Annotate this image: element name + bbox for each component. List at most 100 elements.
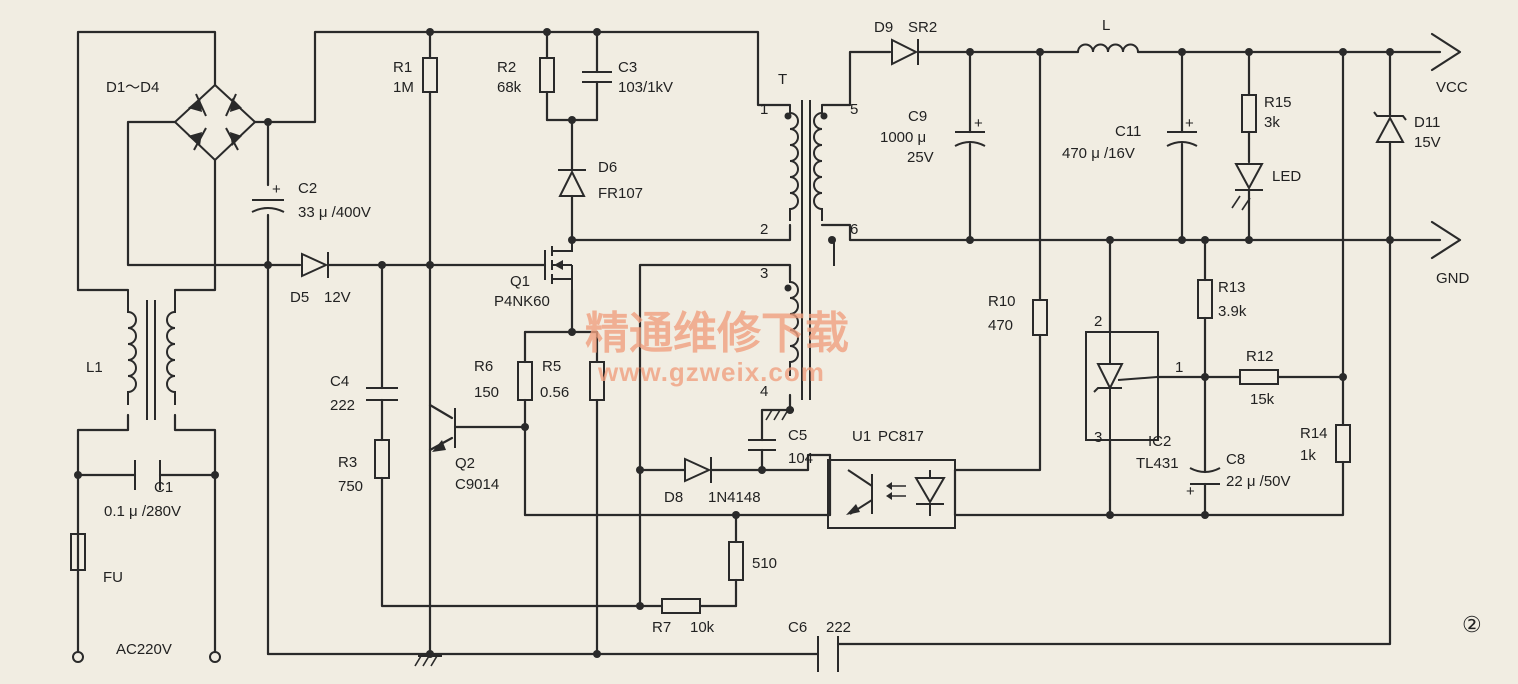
watermark-title: 精通维修下载 (585, 308, 849, 359)
capacitor-c1 (134, 460, 161, 490)
label-c6: C6 (788, 619, 807, 636)
capacitor-c4 (366, 387, 398, 401)
mosfet-q1 (544, 240, 573, 290)
label-c8-val: 22 μ /50V (1226, 473, 1291, 490)
label-winding-2: 2 (760, 221, 768, 238)
label-pin3: 3 (1094, 429, 1102, 446)
label-d1-d4: D1～D4 (106, 79, 159, 96)
label-q2-val: C9014 (455, 476, 499, 493)
capacitor-c11: + (1166, 115, 1198, 147)
label-r1-val: 1M (393, 79, 414, 96)
resistor-r15 (1241, 94, 1257, 133)
resistor-r10 (1032, 299, 1048, 336)
label-c2-val: 33 μ /400V (298, 204, 371, 221)
capacitor-c2: + (251, 181, 285, 213)
label-ac220v: AC220V (116, 641, 172, 658)
label-r5-val: 0.56 (540, 384, 569, 401)
transformer-t (784, 100, 835, 400)
label-r2-val: 68k (497, 79, 522, 96)
ac-terminal-right (209, 651, 221, 663)
svg-text:+: + (1186, 483, 1195, 500)
label-r1: R1 (393, 59, 412, 76)
label-c9-val1: 1000 μ (880, 129, 926, 146)
label-q1-val: P4NK60 (494, 293, 550, 310)
label-r12-val: 15k (1250, 391, 1275, 408)
label-r10: R10 (988, 293, 1016, 310)
label-ic2-val: TL431 (1136, 455, 1179, 472)
svg-text:+: + (974, 115, 983, 132)
resistor-r3 (374, 439, 390, 479)
label-d9: D9 (874, 19, 893, 36)
label-d8: D8 (664, 489, 683, 506)
label-winding-4: 4 (760, 383, 768, 400)
svg-text:+: + (1185, 115, 1194, 132)
label-u1-val: PC817 (878, 428, 924, 445)
label-r7-val: 10k (690, 619, 715, 636)
resistor-r7 (661, 598, 701, 614)
label-c3-val: 103/1kV (618, 79, 673, 96)
diode-d9 (891, 38, 919, 66)
label-d5: D5 (290, 289, 309, 306)
resistor-510 (728, 541, 744, 581)
label-fu: FU (103, 569, 123, 586)
label-q2: Q2 (455, 455, 475, 472)
label-r14: R14 (1300, 425, 1328, 442)
label-c1: C1 (154, 479, 173, 496)
ic-tl431 (1085, 331, 1159, 502)
optocoupler-u1 (827, 459, 956, 529)
watermark-url: www.gzweix.com (597, 357, 825, 387)
label-winding-6: 6 (850, 221, 858, 238)
labels: D1～D4 R1 1M R2 68k C3 103/1kV T D9 SR2 L… (86, 17, 1482, 658)
label-u1: U1 (852, 428, 871, 445)
label-c1-val: 0.1 μ /280V (104, 503, 181, 520)
label-r12: R12 (1246, 348, 1274, 365)
label-ic2: IC2 (1148, 433, 1171, 450)
bridge-rectifier (173, 83, 257, 162)
label-r6-val: 150 (474, 384, 499, 401)
capacitor-c3 (582, 71, 612, 83)
label-d6: D6 (598, 159, 617, 176)
led (1231, 163, 1264, 211)
label-c9-val2: 25V (907, 149, 934, 166)
label-l1: L1 (86, 359, 103, 376)
label-d5-val: 12V (324, 289, 351, 306)
ac-terminal-left (72, 651, 84, 663)
label-vcc: VCC (1436, 79, 1468, 96)
label-r14-val: 1k (1300, 447, 1316, 464)
label-r5: R5 (542, 358, 561, 375)
label-c3: C3 (618, 59, 637, 76)
resistor-r1 (422, 57, 438, 93)
resistor-r5 (589, 361, 605, 401)
diode-d8 (684, 457, 712, 483)
label-l: L (1102, 17, 1110, 34)
label-winding-1: 1 (760, 101, 768, 118)
label-c4: C4 (330, 373, 349, 390)
label-c5: C5 (788, 427, 807, 444)
figure-number: ② (1462, 612, 1482, 637)
label-gnd: GND (1436, 270, 1470, 287)
resistor-r13 (1197, 279, 1213, 319)
label-r3: R3 (338, 454, 357, 471)
resistor-r6 (517, 361, 533, 401)
label-led: LED (1272, 168, 1301, 185)
label-d8-val: 1N4148 (708, 489, 761, 506)
wires (76, 30, 1462, 656)
label-r15-val: 3k (1264, 114, 1280, 131)
label-c8: C8 (1226, 451, 1245, 468)
label-r15: R15 (1264, 94, 1292, 111)
components: + (70, 38, 1407, 672)
resistor-r14 (1335, 424, 1351, 463)
label-c9: C9 (908, 108, 927, 125)
capacitor-c9: + (954, 115, 986, 147)
capacitor-c8: + (1186, 467, 1221, 500)
capacitor-c6 (817, 636, 839, 672)
label-c6-val: 222 (826, 619, 851, 636)
label-r13-val: 3.9k (1218, 303, 1247, 320)
label-510: 510 (752, 555, 777, 572)
label-r2: R2 (497, 59, 516, 76)
label-c5-val: 104 (788, 450, 813, 467)
label-r10-val: 470 (988, 317, 1013, 334)
diode-d6 (558, 169, 586, 197)
